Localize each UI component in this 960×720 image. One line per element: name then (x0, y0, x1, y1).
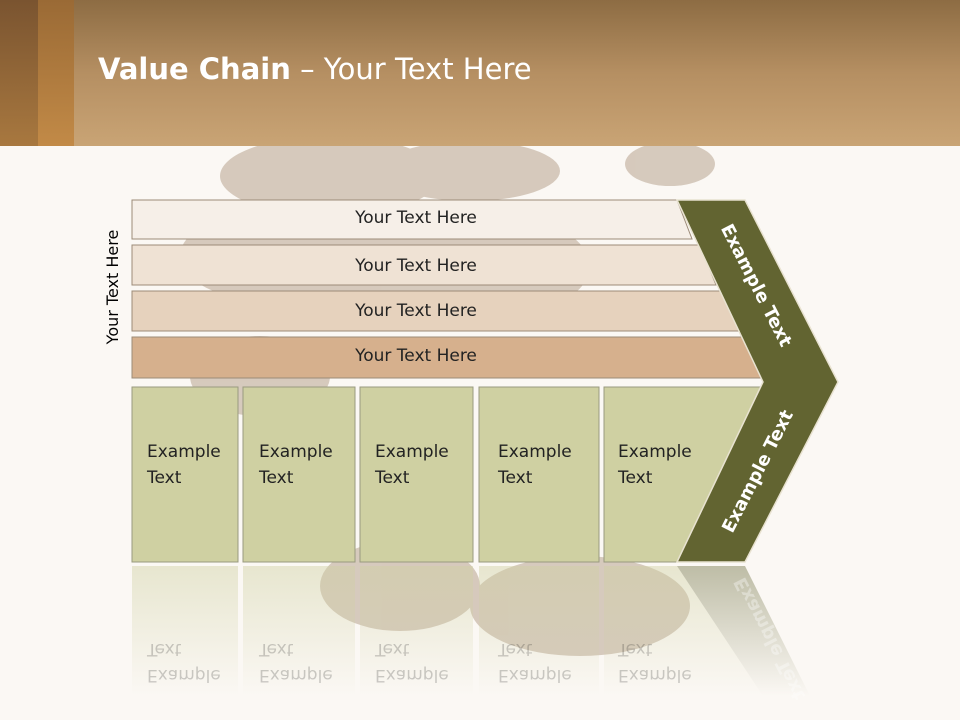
column-reflection (243, 566, 355, 696)
column-reflection (604, 566, 763, 696)
reflection-line: Text (618, 639, 653, 659)
reflection-line: Text (375, 639, 410, 659)
column-box-1 (131, 386, 239, 563)
row-label-1: Your Text Here (355, 208, 477, 228)
reflection-line: Example (259, 665, 333, 685)
column-reflection (479, 566, 599, 696)
reflection-line: Text (498, 639, 533, 659)
column-label-line: Text (618, 468, 653, 488)
page-title: Value Chain – Your Text Here (98, 52, 532, 86)
title-bold: Value Chain (98, 52, 291, 86)
row-bar-1 (131, 199, 693, 240)
header-accent-strip (38, 0, 74, 146)
column-label-reflection: Example Text (498, 636, 598, 688)
title-rest: – Your Text Here (290, 52, 532, 86)
column-label-line: Text (147, 468, 182, 488)
column-label-line: Text (375, 468, 410, 488)
row-label-4: Your Text Here (355, 346, 477, 366)
column-box-3 (359, 386, 474, 563)
column-label-reflection: Example Text (375, 636, 475, 688)
column-label-reflection: Example Text (147, 636, 247, 688)
header-banner: Value Chain – Your Text Here (0, 0, 960, 146)
chevron-reflection (677, 566, 810, 696)
column-box-2 (242, 386, 356, 563)
column-reflection (132, 566, 238, 696)
column-label-line: Text (498, 468, 533, 488)
header-accent-strip (0, 0, 38, 146)
reflection-line: Text (147, 639, 182, 659)
column-reflection (360, 566, 473, 696)
reflection-line: Text (259, 639, 294, 659)
column-label-reflection: Example Text (618, 636, 718, 688)
reflection-line: Example (498, 665, 572, 685)
column-label-line: Example (498, 442, 572, 462)
column-box-4 (478, 386, 600, 563)
row-label-2: Your Text Here (355, 256, 477, 276)
reflection-line: Example (618, 665, 692, 685)
column-label-line: Example (618, 442, 692, 462)
column-label-line: Example (259, 442, 333, 462)
reflection-line: Example (375, 665, 449, 685)
column-label-reflection: Example Text (259, 636, 359, 688)
margin-chevron (675, 199, 839, 563)
row-bar-2 (131, 244, 717, 286)
row-label-3: Your Text Here (355, 301, 477, 321)
column-label-line: Example (375, 442, 449, 462)
column-label-line: Example (147, 442, 221, 462)
reflection-line: Example (147, 665, 221, 685)
column-label-line: Text (259, 468, 294, 488)
